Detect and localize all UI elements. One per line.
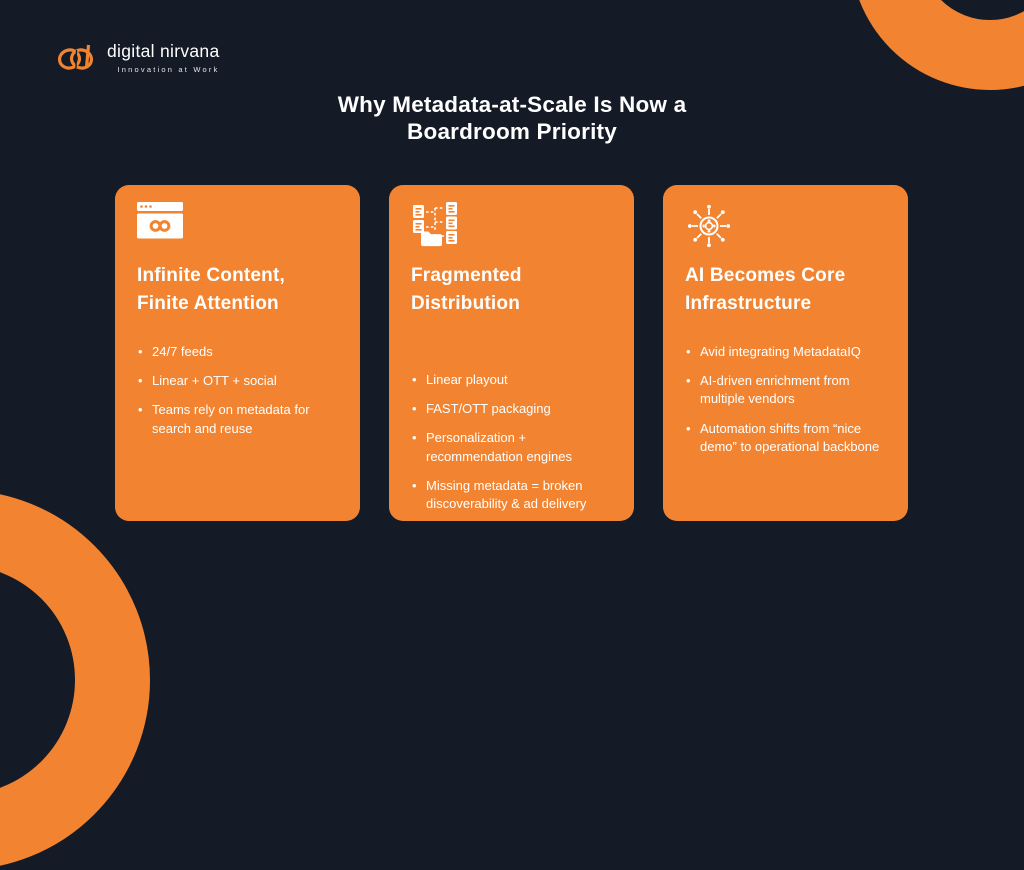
page-title: Why Metadata-at-Scale Is Now a Boardroom… <box>0 91 1024 146</box>
fragmented-files-icon <box>411 202 612 248</box>
bullet-item: Linear playout <box>411 371 612 389</box>
bullet-item: Teams rely on metadata for search and re… <box>137 401 338 437</box>
card-infinite-content: Infinite Content, Finite Attention 24/7 … <box>115 185 360 521</box>
card-fragmented-distribution: Fragmented Distribution Linear playout F… <box>389 185 634 521</box>
bullet-item: 24/7 feeds <box>137 343 338 361</box>
bullet-item: Personalization + recommendation engines <box>411 429 612 465</box>
page-title-line1: Why Metadata-at-Scale Is Now a <box>337 92 687 117</box>
page-title-line2: Boardroom Priority <box>407 119 617 145</box>
card-title: Fragmented Distribution <box>411 265 522 314</box>
bullet-item: FAST/OTT packaging <box>411 400 612 418</box>
bullet-item: Avid integrating MetadataIQ <box>685 343 886 361</box>
bullet-item: Automation shifts from “nice demo” to op… <box>685 420 886 456</box>
top-right-ring-decoration <box>850 0 1024 90</box>
card-bullet-list: 24/7 feeds Linear + OTT + social Teams r… <box>137 343 338 438</box>
digital-nirvana-logo-icon <box>56 42 98 74</box>
card-bullet-list: Avid integrating MetadataIQ AI-driven en… <box>685 343 886 456</box>
card-ai-core-infrastructure: AI Becomes Core Infrastructure Avid inte… <box>663 185 908 521</box>
card-bullet-list: Linear playout FAST/OTT packaging Person… <box>411 371 612 513</box>
browser-infinity-icon <box>137 202 338 248</box>
logo-tagline: Innovation at Work <box>117 64 220 74</box>
ai-network-icon <box>685 202 886 248</box>
bullet-item: Missing metadata = broken discoverabilit… <box>411 477 612 513</box>
logo-name: digital nirvana <box>107 41 220 62</box>
bottom-left-ring-decoration <box>0 490 150 870</box>
bullet-item: Linear + OTT + social <box>137 372 338 390</box>
bullet-item: AI-driven enrichment from multiple vendo… <box>685 372 886 408</box>
card-row: Infinite Content, Finite Attention 24/7 … <box>115 185 908 521</box>
logo-text: digital nirvana Innovation at Work <box>107 41 220 74</box>
card-title: AI Becomes Core Infrastructure <box>685 265 846 314</box>
card-title: Infinite Content, Finite Attention <box>137 265 285 314</box>
logo: digital nirvana Innovation at Work <box>56 42 219 74</box>
